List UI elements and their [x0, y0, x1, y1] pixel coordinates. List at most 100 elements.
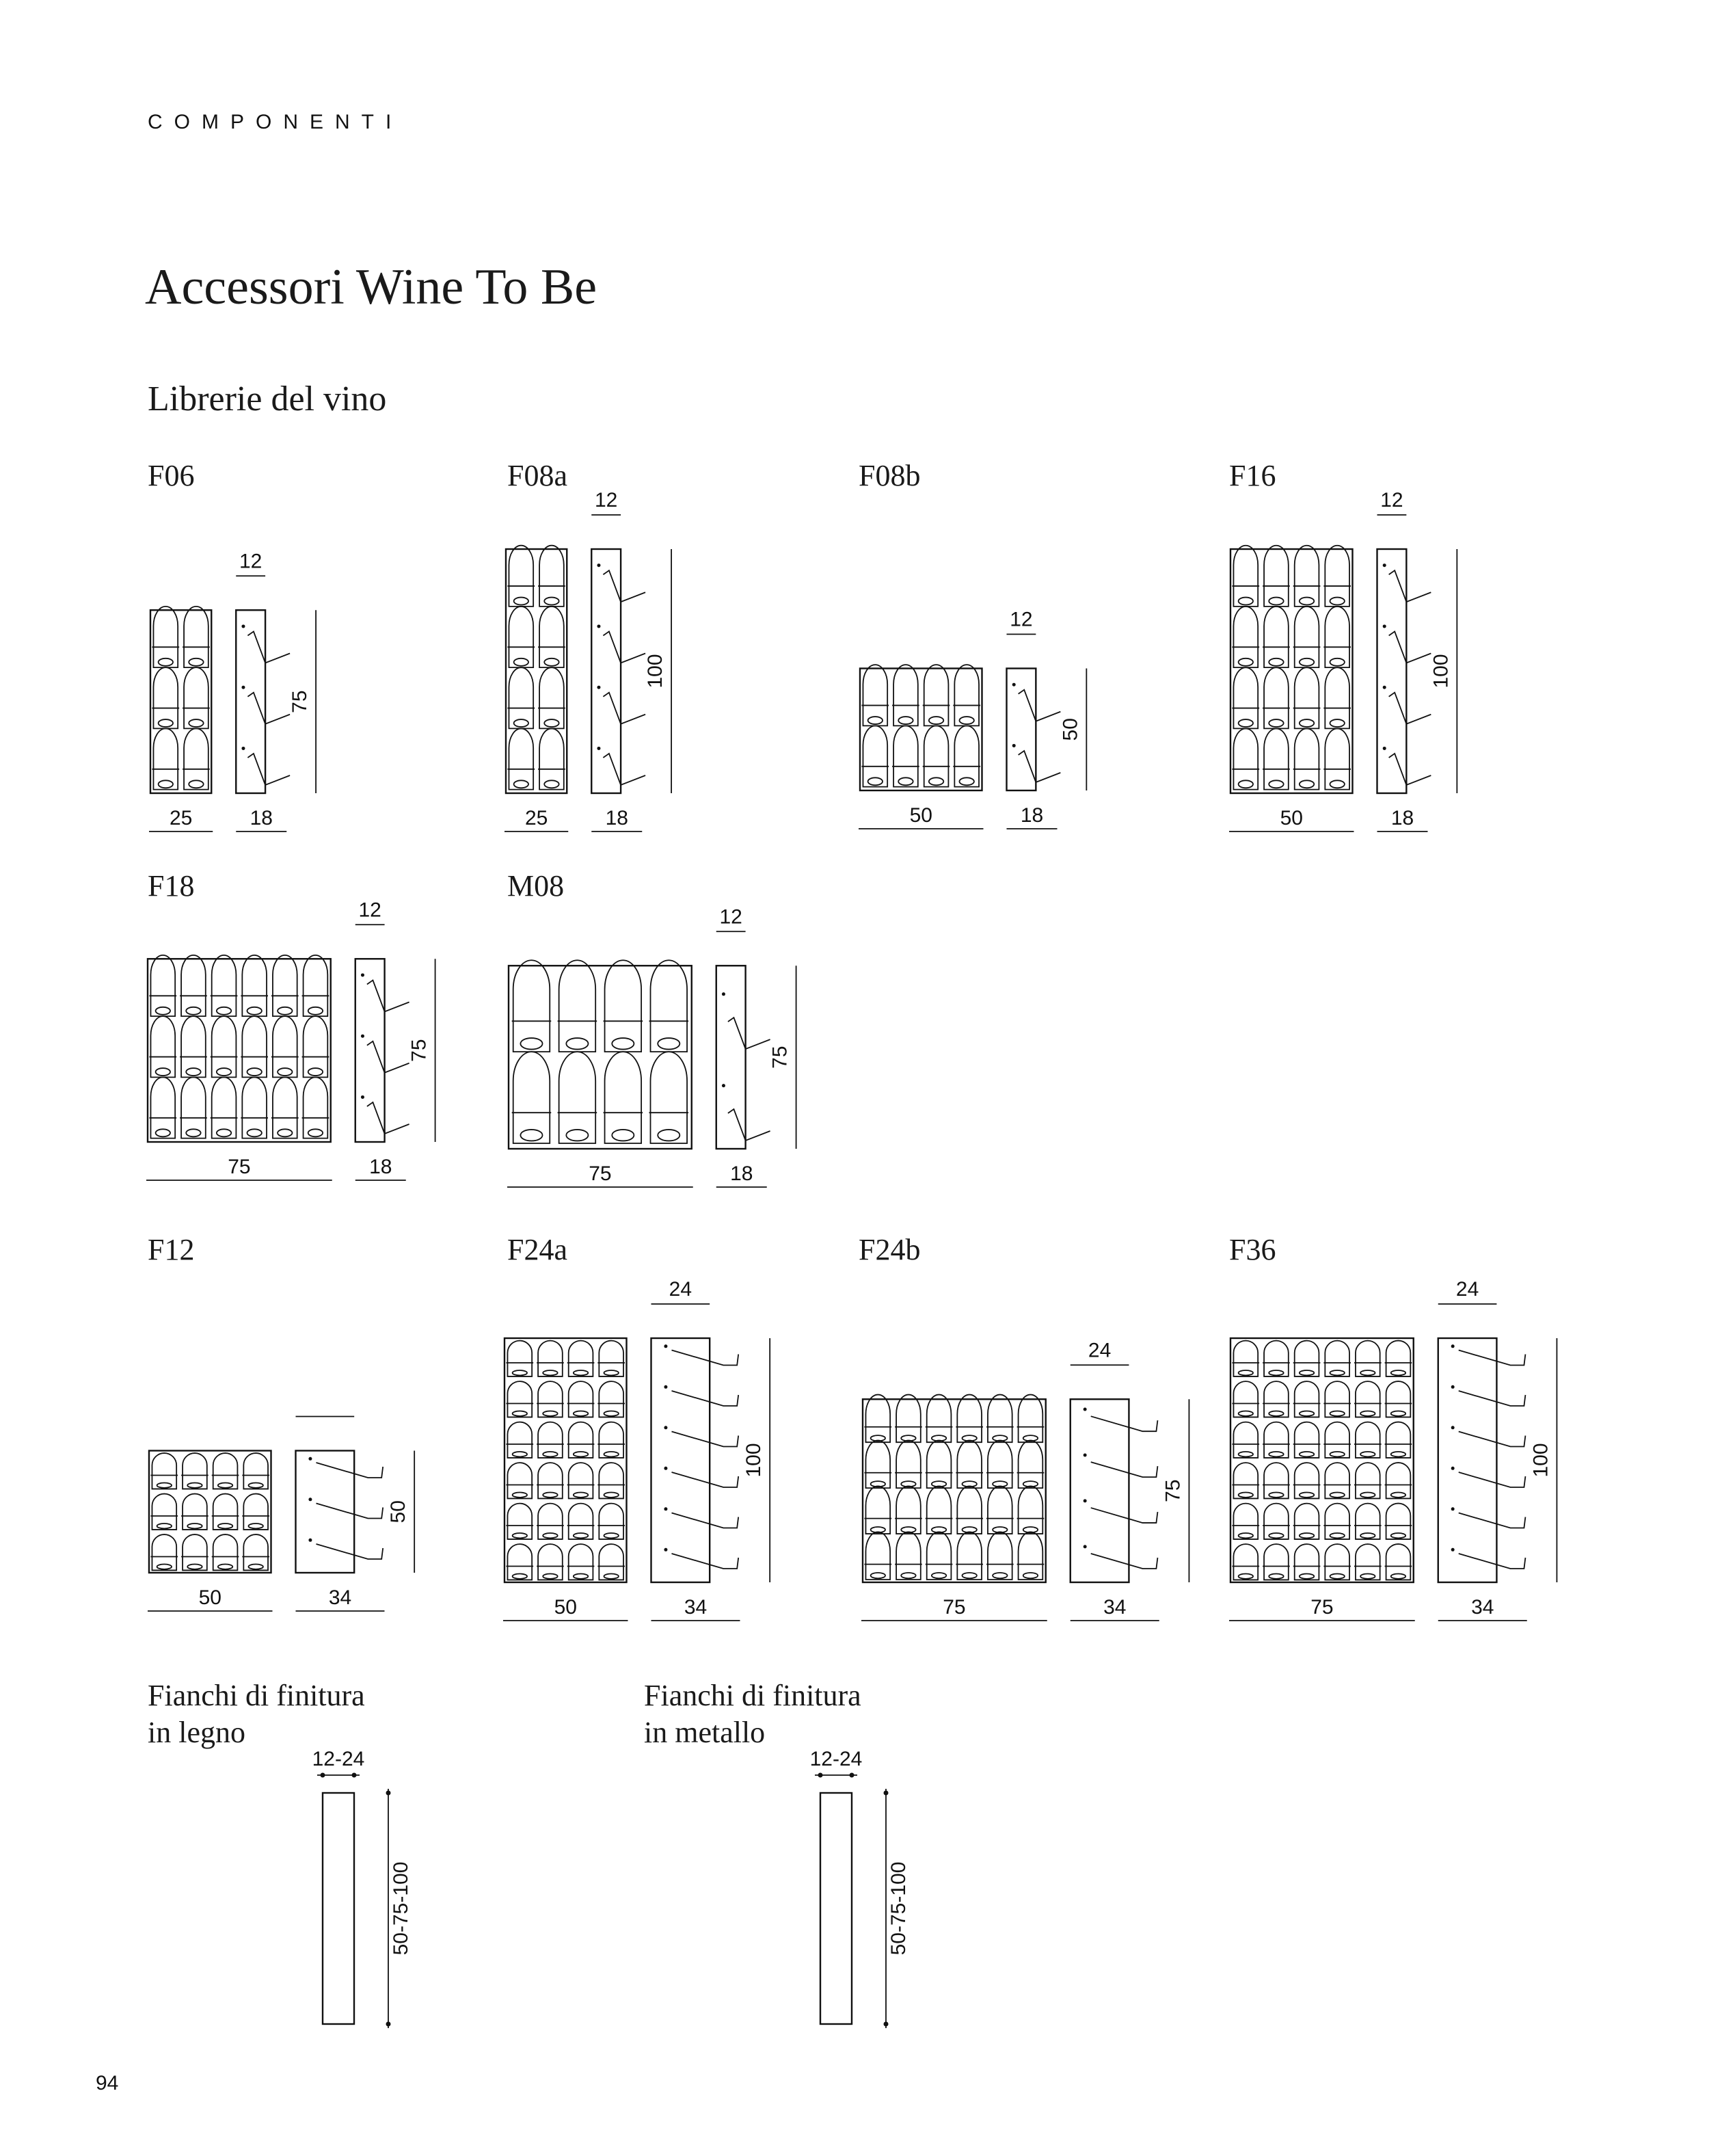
bottle-base [246, 1067, 263, 1076]
bottle-outline [1385, 1381, 1412, 1418]
bottle-slot [507, 667, 535, 730]
bottle-outline [182, 1493, 208, 1530]
bottle-slot [1232, 667, 1260, 730]
bottle-base [513, 719, 529, 728]
bottle-base [1268, 657, 1284, 667]
bottle-base [277, 1128, 293, 1138]
bottle-base [542, 1410, 559, 1417]
dimension-dot [849, 1772, 854, 1778]
screw-dot [241, 685, 245, 689]
dimension-dot [320, 1772, 325, 1778]
bottle-outline [243, 1452, 269, 1490]
bottle-hook [1018, 689, 1061, 722]
bottle-base [870, 1572, 886, 1580]
bottle-outline [987, 1485, 1013, 1534]
front-view [1229, 548, 1354, 795]
bottle-slot [537, 1462, 564, 1500]
bottle-outline [1324, 606, 1350, 669]
bottle-base [1298, 780, 1315, 789]
bottle-base [1237, 657, 1254, 667]
bottle-base [1237, 596, 1254, 606]
bottle-slot [1263, 1543, 1290, 1581]
bottle-base [1329, 1451, 1345, 1458]
front-view [149, 609, 213, 795]
bottle-outline [182, 1534, 208, 1571]
bottle-outline [956, 1485, 982, 1534]
bottle-base [1329, 719, 1345, 728]
bottle-slot [895, 1531, 922, 1580]
bottle-base [156, 1523, 172, 1530]
bottle-slot [925, 1531, 953, 1580]
bottle-hook [1388, 630, 1431, 664]
bottle-outline [604, 959, 643, 1052]
bottle-slot [271, 1015, 299, 1078]
bottle-slot [506, 1381, 534, 1418]
bottle-outline [1233, 1340, 1259, 1377]
screw-dot [1382, 624, 1386, 628]
bottle-hook [1388, 691, 1431, 725]
bottle-outline [956, 1439, 982, 1489]
bottle-base [992, 1480, 1008, 1488]
screw-dot [1012, 743, 1016, 747]
side-view [1069, 1398, 1130, 1584]
bottle-outline [1263, 1421, 1289, 1459]
bottle-base [185, 1006, 202, 1015]
bottle-outline [1355, 1543, 1381, 1581]
bottle-outline [1233, 1421, 1259, 1459]
bottle-base [961, 1526, 978, 1534]
bottle-base [1022, 1572, 1039, 1580]
bottle-outline [1233, 1502, 1259, 1540]
bottle-slot [538, 728, 565, 790]
page-number: 94 [96, 2072, 118, 2094]
bottle-base [185, 1067, 202, 1076]
bottle-slot [301, 955, 329, 1017]
bottle-base [188, 719, 204, 728]
bottle-base [900, 1480, 917, 1488]
bottle-outline [539, 545, 565, 607]
bottle-slot [557, 959, 597, 1052]
bottle-outline [507, 1381, 533, 1418]
bottle-base [1360, 1532, 1376, 1539]
bottle-base [154, 1128, 171, 1138]
bottle-outline [1017, 1394, 1044, 1443]
bottle-base [867, 716, 883, 725]
bottle-outline [180, 955, 206, 1017]
bottle-slot [152, 667, 180, 730]
width-value: 75 [589, 1162, 611, 1185]
screw-dot [241, 746, 245, 750]
bottle-slot [956, 1485, 984, 1534]
bottle-slot [180, 955, 207, 1017]
bottle-outline [862, 725, 889, 788]
bottle-outline [507, 1543, 533, 1581]
bottle-base [215, 1128, 232, 1138]
bottle-outline [567, 1381, 594, 1418]
bottle-slot [892, 664, 919, 727]
dimension-dot [883, 1790, 889, 1796]
bottle-outline [151, 1534, 178, 1571]
bottle-hook [1018, 749, 1061, 784]
bottle-base [247, 1523, 264, 1530]
bottle-hook [602, 569, 646, 603]
bottle-outline [537, 1381, 563, 1418]
bottle-outline [183, 667, 209, 730]
height-value: 50 [387, 1500, 409, 1523]
screw-dot [664, 1547, 668, 1552]
bottle-outline [537, 1502, 563, 1540]
bottle-outline [1324, 1543, 1350, 1581]
bottle-base [277, 1067, 293, 1076]
depth-value: 34 [684, 1596, 707, 1619]
bottle-outline [987, 1531, 1013, 1580]
bottle-base [1237, 1573, 1254, 1580]
screw-dot [1083, 1499, 1087, 1503]
bottle-slot [511, 959, 552, 1052]
side-panel-rect [321, 1792, 355, 2025]
bottle-outline [507, 1340, 533, 1377]
width-value: 25 [170, 807, 192, 829]
bottle-outline [926, 1394, 952, 1443]
screw-dot [360, 1095, 364, 1099]
bottle-base [187, 1523, 203, 1530]
bottle-slot [1384, 1340, 1412, 1377]
bottle-slot [506, 1502, 534, 1540]
bottle-base [572, 1370, 589, 1376]
bottle-outline [896, 1485, 921, 1534]
